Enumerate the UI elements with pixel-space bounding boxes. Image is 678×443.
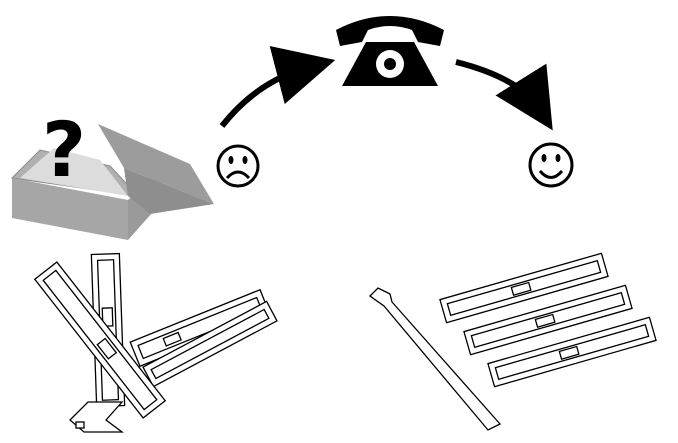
- memory-module: [439, 252, 609, 324]
- memory-module: [463, 284, 633, 356]
- arrow-from-phone: [455, 59, 553, 131]
- arrow-to-phone: [219, 46, 336, 128]
- bracket-memory-modules: [368, 252, 657, 431]
- memory-module: [487, 316, 657, 388]
- open-box-icon: [10, 124, 214, 240]
- memory-module: [33, 261, 167, 419]
- mounting-bracket: [368, 287, 502, 431]
- scattered-memory-modules: [33, 252, 278, 433]
- question-mark: ?: [42, 105, 86, 194]
- telephone-icon: [336, 16, 444, 86]
- happy-face-icon: [528, 142, 574, 188]
- sad-face-icon: [216, 144, 260, 188]
- memory-module: [142, 300, 278, 388]
